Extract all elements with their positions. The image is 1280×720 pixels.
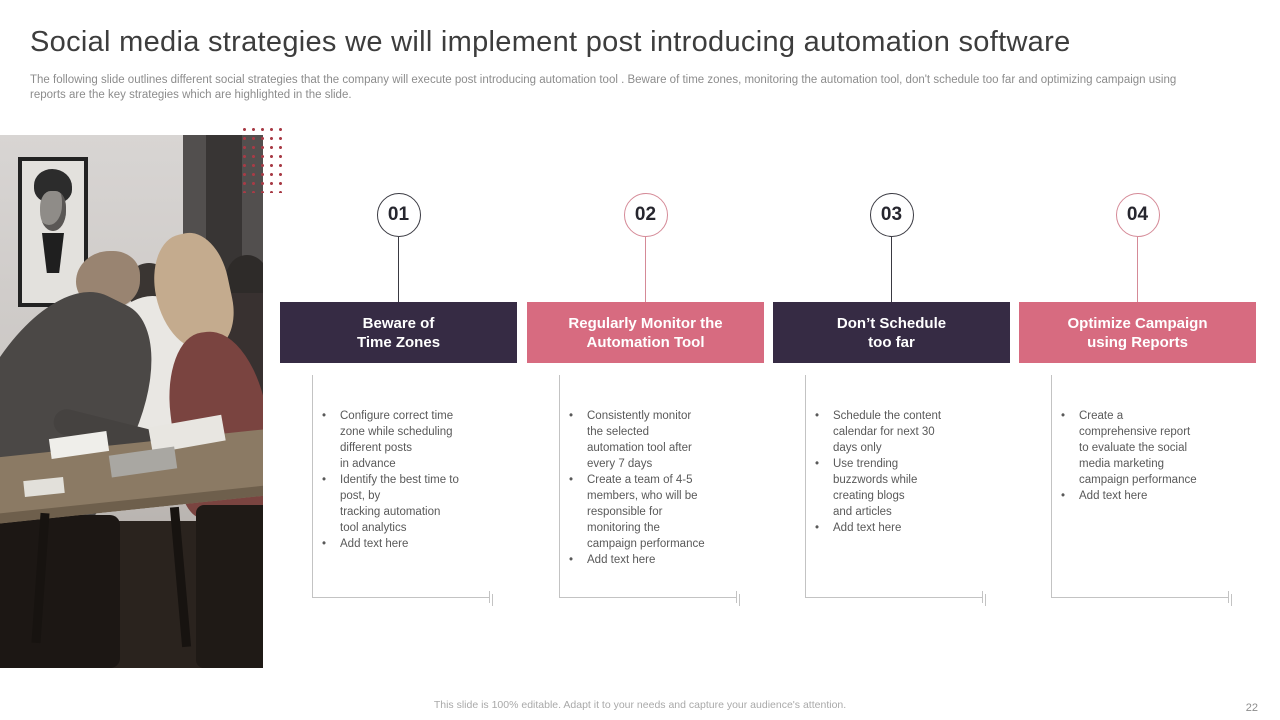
slide-footer-note: This slide is 100% editable. Adapt it to… xyxy=(433,699,847,711)
connector-line xyxy=(891,237,892,302)
bullet-item: Create a team of 4-5 members, who will b… xyxy=(567,472,755,552)
bullet-item: Add text here xyxy=(813,520,1001,536)
step-number-badge-04: 04 xyxy=(1115,193,1160,237)
strategy-bullets-2: Consistently monitor the selected automa… xyxy=(567,408,755,568)
connector-line xyxy=(398,237,399,302)
bracket-line xyxy=(559,375,740,606)
dot-pattern-decoration xyxy=(238,123,284,193)
connector-line xyxy=(645,237,646,302)
strategy-header-3: Don’t Schedule too far xyxy=(773,302,1010,363)
strategy-header-4: Optimize Campaign using Reports xyxy=(1019,302,1256,363)
strategy-bullets-4: Create a comprehensive report to evaluat… xyxy=(1059,408,1247,504)
bracket-line xyxy=(1051,375,1232,606)
bracket-line xyxy=(312,375,493,606)
strategy-column-4: 04 Optimize Campaign using Reports Creat… xyxy=(1019,193,1256,613)
strategy-column-3: 03 Don’t Schedule too far Schedule the c… xyxy=(773,193,1010,613)
bullet-item: Create a comprehensive report to evaluat… xyxy=(1059,408,1247,488)
strategy-header-2: Regularly Monitor the Automation Tool xyxy=(527,302,764,363)
bullet-item: Add text here xyxy=(320,536,508,552)
bullet-item: Configure correct time zone while schedu… xyxy=(320,408,508,472)
portrait-tie xyxy=(42,233,64,273)
bullet-item: Consistently monitor the selected automa… xyxy=(567,408,755,472)
strategy-bullets-3: Schedule the content calendar for next 3… xyxy=(813,408,1001,536)
bracket-line xyxy=(805,375,986,606)
bullet-item: Add text here xyxy=(567,552,755,568)
strategy-column-1: 01 Beware of Time Zones Configure correc… xyxy=(280,193,517,613)
strategy-bullets-1: Configure correct time zone while schedu… xyxy=(320,408,508,552)
bullet-item: Schedule the content calendar for next 3… xyxy=(813,408,1001,456)
bullet-item: Add text here xyxy=(1059,488,1247,504)
bullet-item: Identify the best time to post, by track… xyxy=(320,472,508,536)
connector-line xyxy=(1137,237,1138,302)
page-title: Social media strategies we will implemen… xyxy=(30,26,1071,58)
step-number-badge-02: 02 xyxy=(623,193,668,237)
strategy-header-1: Beware of Time Zones xyxy=(280,302,517,363)
bullet-item: Use trending buzzwords while creating bl… xyxy=(813,456,1001,520)
step-number-badge-03: 03 xyxy=(869,193,914,237)
slide-subtitle: The following slide outlines different s… xyxy=(30,74,1177,101)
strategy-column-2: 02 Regularly Monitor the Automation Tool… xyxy=(527,193,764,613)
photo-shadow xyxy=(0,515,120,668)
photo-shadow xyxy=(196,505,263,668)
page-number: 22 xyxy=(1245,702,1258,714)
step-number-badge-01: 01 xyxy=(376,193,421,237)
portrait-face xyxy=(40,191,66,231)
team-photo xyxy=(0,135,263,668)
